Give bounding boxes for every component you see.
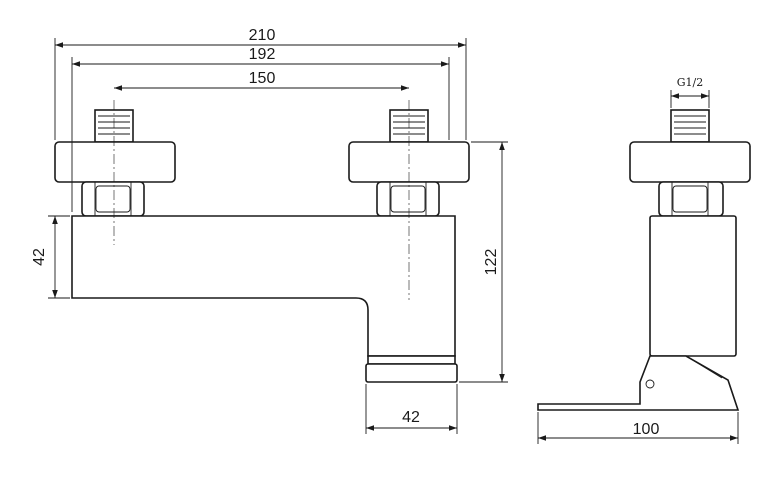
mixer-body	[71, 215, 456, 357]
left-wall-flange	[54, 141, 176, 183]
dimension-inlet-centers: 150	[114, 70, 409, 91]
dimension-total-height: 122	[459, 141, 508, 383]
side-view: G1/2 100	[537, 76, 751, 444]
dimension-overall-width: 210	[54, 27, 467, 140]
flange-span-label: 192	[249, 46, 276, 63]
dimension-flange-span: 192	[71, 46, 450, 212]
side-hex-nut	[658, 181, 724, 217]
side-wall-flange	[629, 141, 751, 183]
dimension-spout-width: 42	[365, 384, 458, 434]
body-height-label: 42	[31, 248, 48, 266]
side-spout	[537, 355, 740, 411]
side-threaded-connector	[670, 109, 710, 143]
overall-width-label: 210	[249, 27, 276, 44]
dimension-body-height: 42	[31, 215, 70, 299]
spout-width-label: 42	[402, 409, 420, 426]
spout-outlet	[365, 363, 458, 383]
side-body	[649, 215, 737, 357]
left-inlet-assembly	[54, 109, 176, 217]
inlet-centers-label: 150	[249, 70, 276, 87]
thread-label: G1/2	[677, 76, 704, 89]
side-depth-label: 100	[633, 421, 660, 438]
right-hex-nut	[376, 181, 440, 217]
dimension-thread: G1/2	[670, 76, 710, 108]
left-hex-nut	[81, 181, 145, 217]
dimension-side-depth: 100	[537, 412, 739, 444]
aerator	[367, 355, 456, 365]
front-view: 210 192 150 42 122	[31, 27, 508, 434]
total-height-label: 122	[483, 249, 500, 276]
